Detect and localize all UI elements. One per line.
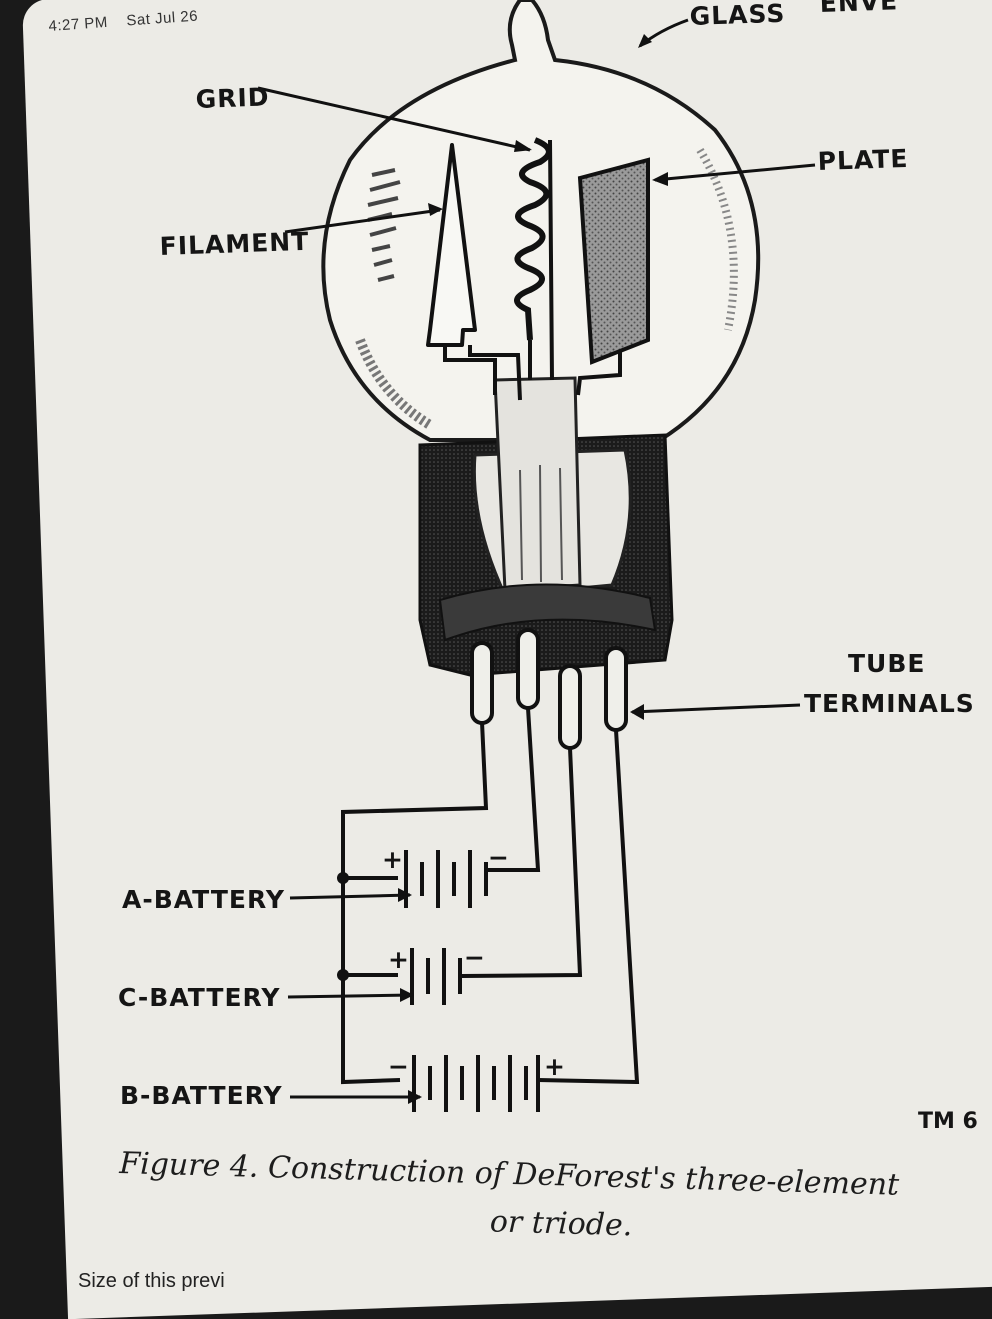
- label-tm: TM 6: [918, 1109, 978, 1134]
- junction-dot: [337, 872, 349, 884]
- c-battery-plus: +: [388, 945, 410, 974]
- grid-element: [514, 137, 554, 381]
- junction-dot: [337, 969, 349, 981]
- label-a-battery: A-BATTERY: [122, 885, 285, 914]
- label-c-battery: C-BATTERY: [118, 983, 281, 1012]
- label-glass-rest: ENVE: [819, 0, 898, 18]
- plate-element: [576, 157, 650, 396]
- b-battery-symbol: [412, 1055, 540, 1112]
- label-terminals: TERMINALS: [804, 689, 975, 718]
- filament-element: [426, 143, 522, 401]
- arrowheads: [398, 34, 668, 1104]
- label-glass: GLASS: [689, 0, 786, 31]
- circuit-wiring: [341, 707, 640, 1085]
- label-filament: FILAMENT: [159, 227, 310, 261]
- label-grid: GRID: [195, 82, 270, 114]
- tube-base: [418, 376, 674, 677]
- a-battery-minus: −: [488, 843, 510, 872]
- preview-size-text: Size of this previ: [78, 1270, 225, 1292]
- a-battery-symbol: [404, 850, 488, 908]
- tube-terminals: [470, 628, 628, 750]
- a-battery-plus: +: [382, 845, 404, 874]
- label-tube: TUBE: [848, 649, 926, 678]
- glass-envelope: [321, 0, 761, 442]
- c-battery-minus: −: [464, 943, 486, 972]
- c-battery-symbol: [410, 948, 462, 1005]
- b-battery-minus: −: [388, 1052, 410, 1081]
- b-battery-plus: +: [544, 1052, 566, 1081]
- label-b-battery: B-BATTERY: [120, 1081, 283, 1110]
- label-plate: PLATE: [817, 144, 909, 176]
